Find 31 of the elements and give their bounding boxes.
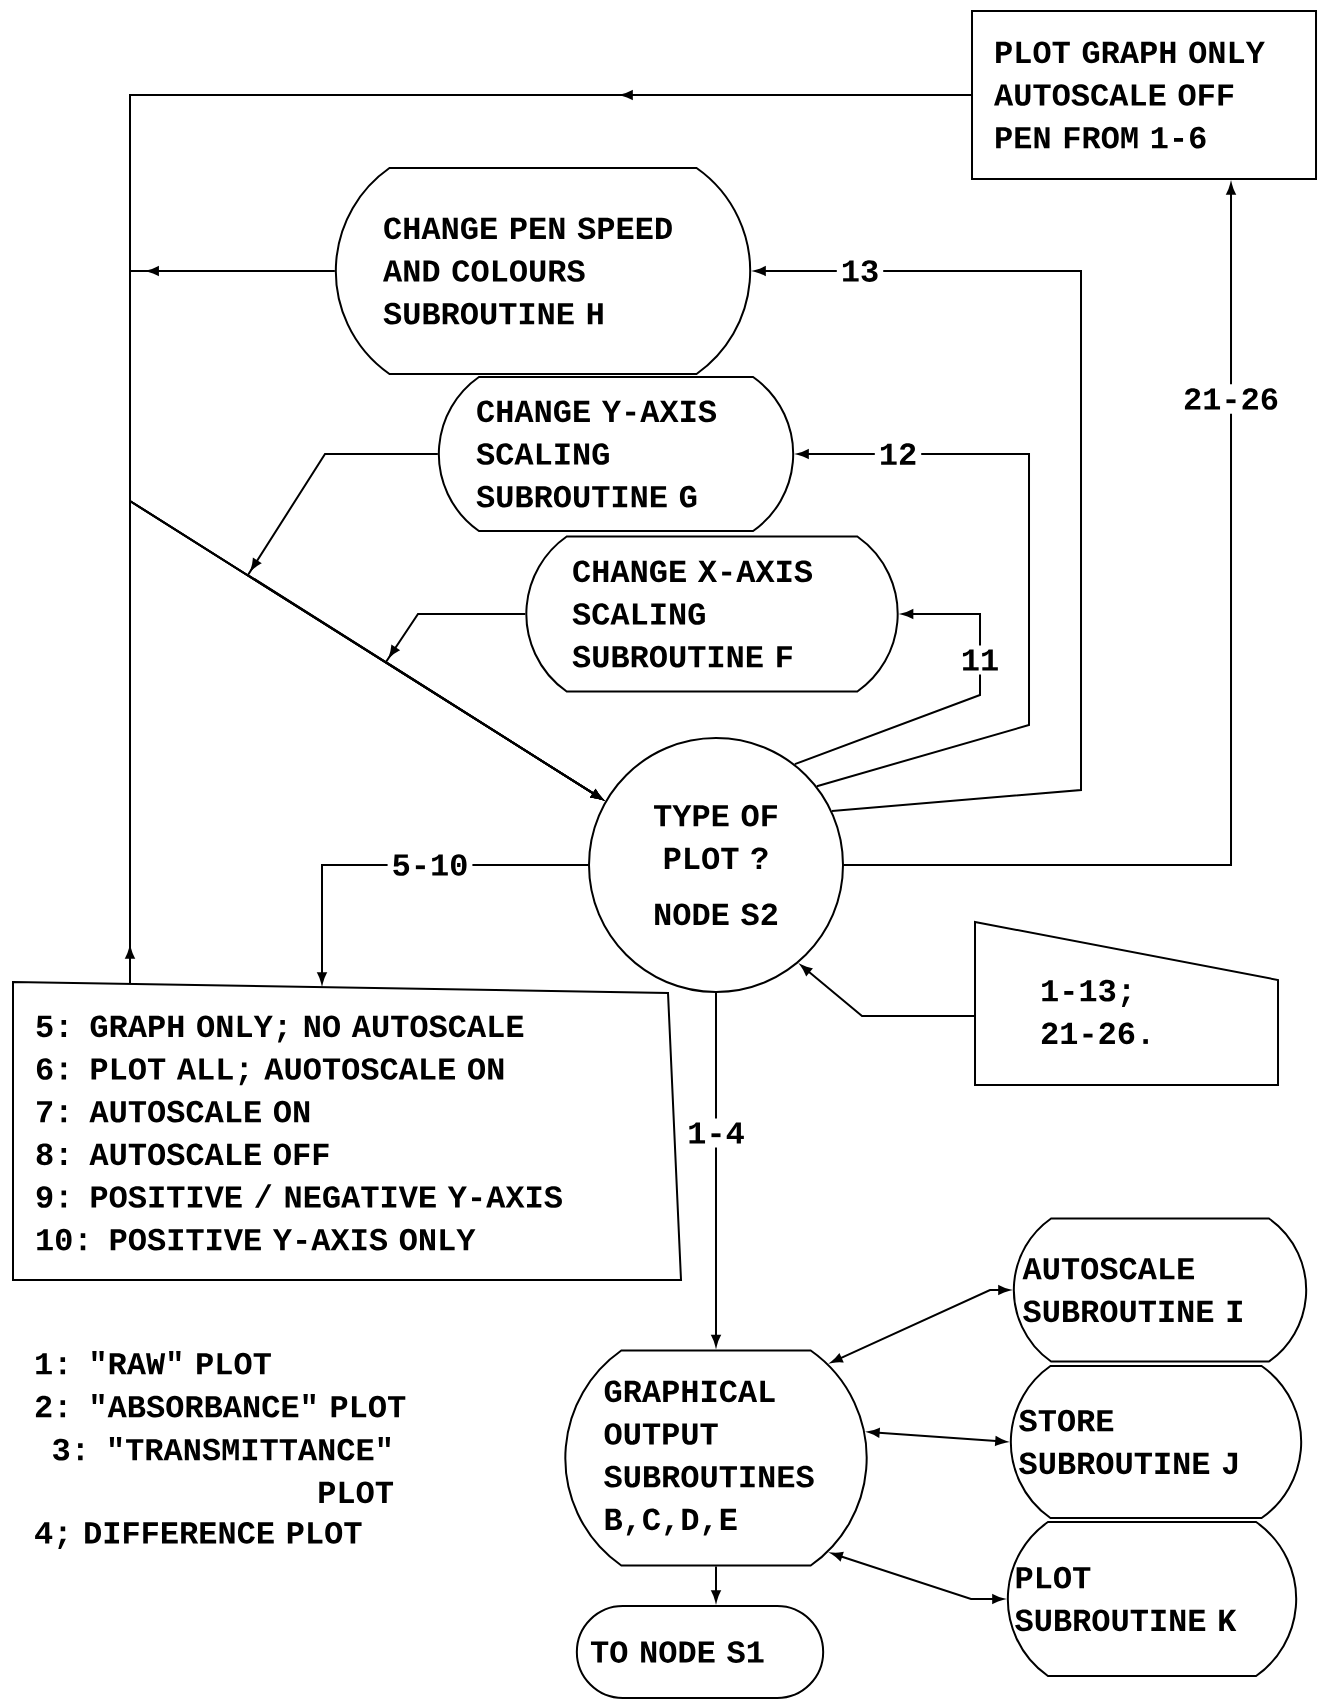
terminator-box: TO NODE S1 bbox=[575, 1605, 825, 1699]
subroutine-box: AUTOSCALE SUBROUTINE I bbox=[1012, 1217, 1308, 1363]
process-box: PLOT GRAPH ONLY AUTOSCALE OFF PEN FROM 1-6 bbox=[971, 10, 1317, 180]
edge-label: 5-10 bbox=[387, 850, 473, 880]
subroutine-box: GRAPHICAL OUTPUT SUBROUTINES B,C,D,E bbox=[564, 1349, 868, 1567]
arrow bbox=[843, 183, 1236, 866]
arrow bbox=[831, 1552, 1004, 1604]
edge-label: 11 bbox=[956, 645, 1004, 675]
arrow bbox=[754, 266, 1082, 812]
arrow bbox=[711, 992, 721, 1347]
edge-label: 13 bbox=[836, 256, 884, 286]
options-box: 5: GRAPH ONLY; NO AUTOSCALE 6: PLOT ALL; AUOTOSCALE ON 7: AUTOSCALE ON 8: AUTOSCALE OFF 9: POSITIVE / NEGATIVE Y-AXIS 10: POSITIVE Y-AXIS ONLY bbox=[12, 981, 683, 1281]
edge-label: 21-26 bbox=[1179, 384, 1283, 414]
arrow bbox=[125, 499, 603, 985]
edge-label: 12 bbox=[874, 439, 922, 469]
note-text: 4; DIFFERENCE PLOT bbox=[35, 1522, 362, 1550]
arrow bbox=[797, 449, 1030, 788]
subroutine-box: CHANGE X-AXIS SCALING SUBROUTINE F bbox=[525, 535, 899, 693]
arrow bbox=[711, 1565, 721, 1602]
subroutine-box: CHANGE Y-AXIS SCALING SUBROUTINE G bbox=[437, 376, 795, 532]
subroutine-box: PLOT SUBROUTINE K bbox=[1006, 1521, 1298, 1677]
note-text: 3: "TRANSMITTANCE" PLOT bbox=[53, 1437, 394, 1504]
subroutine-box: CHANGE PEN SPEED AND COLOURS SUBROUTINE H bbox=[334, 167, 752, 375]
note-text: 2: "ABSORBANCE" PLOT bbox=[35, 1394, 406, 1418]
edge-label: 1-4 bbox=[683, 1118, 749, 1148]
arrow bbox=[800, 964, 976, 1017]
subroutine-box: STORE SUBROUTINE J bbox=[1009, 1365, 1303, 1519]
arrow bbox=[793, 609, 981, 766]
arrow bbox=[831, 1285, 1010, 1364]
arrow bbox=[868, 1428, 1007, 1446]
note-text: 1: "RAW" PLOT bbox=[36, 1351, 271, 1375]
